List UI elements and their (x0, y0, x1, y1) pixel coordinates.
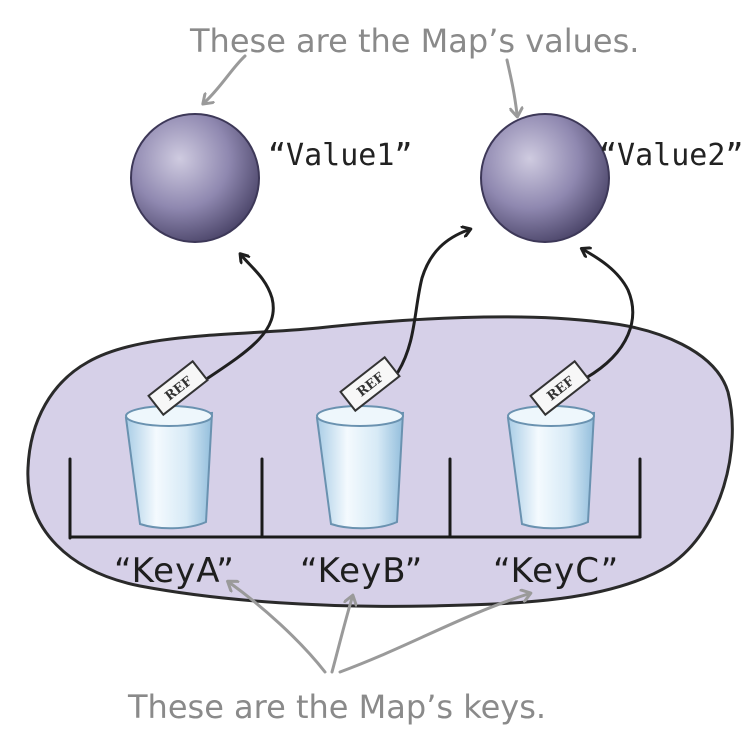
ref-pointer-3 (584, 250, 635, 380)
value-ball-1 (130, 113, 260, 243)
key-cup-2 (315, 405, 405, 530)
key-cup-3 (506, 405, 596, 530)
key-b-label: “KeyB” (300, 551, 423, 591)
keys-annotation-arrow-c (338, 594, 528, 674)
values-annotation-arrow-left (205, 54, 247, 102)
ref-pointer-2 (396, 230, 468, 374)
value-ball-2 (480, 113, 610, 243)
keys-annotation-arrow-b (330, 598, 352, 674)
value-1-label: “Value1” (268, 138, 413, 173)
key-a-label: “KeyA” (114, 551, 235, 591)
map-shelf (68, 457, 642, 540)
values-annotation: These are the Map’s values. (189, 22, 639, 60)
key-c-label: “KeyC” (493, 551, 619, 591)
key-cup-1 (124, 405, 214, 530)
ref-pointer-1 (206, 256, 275, 380)
values-annotation-arrow-right (505, 58, 517, 114)
keys-annotation: These are the Map’s keys. (127, 688, 546, 726)
value-2-label: “Value2” (599, 138, 744, 173)
keys-annotation-arrow-a (230, 583, 327, 674)
